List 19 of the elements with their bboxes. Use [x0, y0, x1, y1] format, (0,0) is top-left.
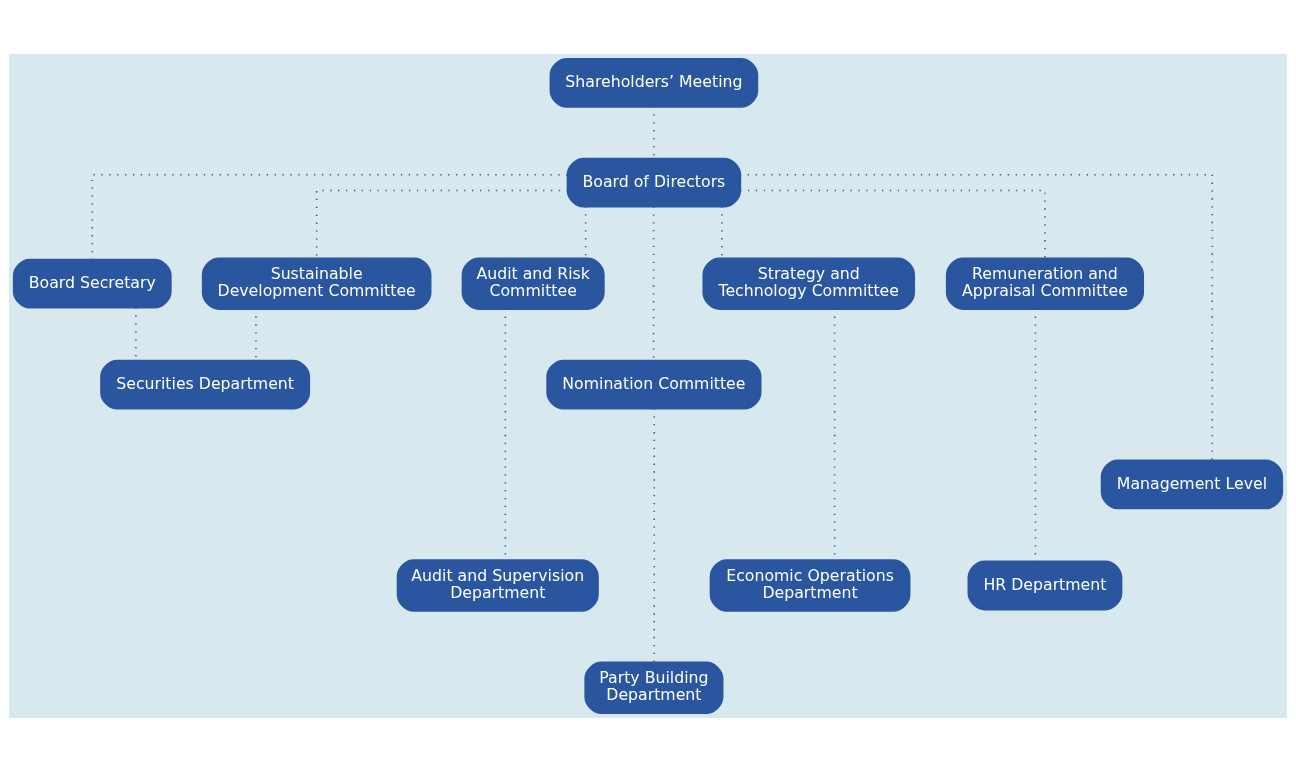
connector — [739, 173, 1214, 461]
node-box: Board Secretary — [12, 258, 172, 309]
connector — [653, 407, 655, 664]
connector — [739, 189, 1046, 259]
node-box: Party Building Department — [584, 661, 724, 714]
node-box: Remuneration and Appraisal Committee — [945, 256, 1145, 310]
node-box: Audit and Supervision Department — [396, 558, 599, 612]
node-box: Nomination Committee — [546, 359, 762, 410]
node-box: Strategy and Technology Committee — [702, 256, 916, 310]
node-box: Management Level — [1100, 459, 1284, 509]
node-box: HR Department — [967, 560, 1123, 610]
node-box: Shareholders’ Meeting — [549, 57, 759, 108]
node-box: Economic Operations Department — [709, 558, 911, 612]
node-box: Sustainable Development Committee — [201, 256, 432, 310]
node-box: Board of Directors — [566, 157, 742, 208]
connector — [315, 189, 569, 259]
connector — [91, 173, 569, 261]
node-box: Audit and Risk Committee — [461, 256, 605, 310]
node-box: Securities Department — [100, 359, 311, 410]
